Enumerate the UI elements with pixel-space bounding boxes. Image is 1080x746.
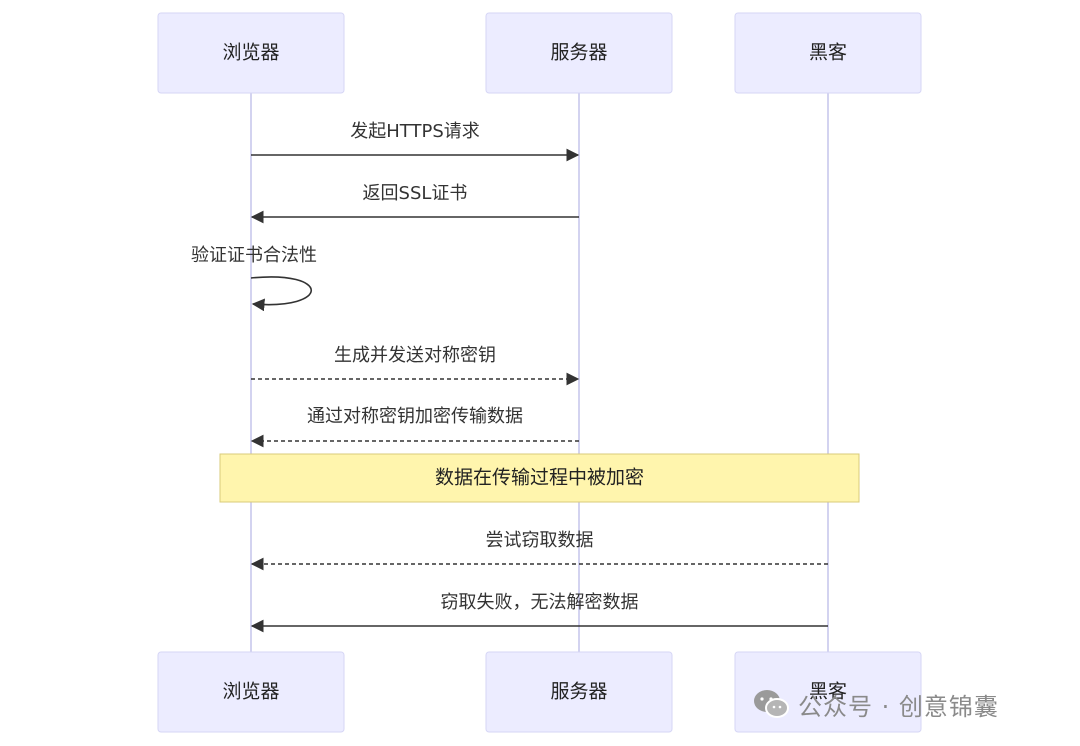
actor-browser-bottom: 浏览器: [157, 651, 345, 733]
note-box: [219, 453, 860, 503]
actor-box: [157, 651, 345, 733]
watermark: 公众号 · 创意锦囊: [752, 684, 999, 724]
message-5: 通过对称密钥加密传输数据: [250, 406, 579, 448]
message-3: 验证证书合法性: [191, 245, 317, 312]
actor-hacker-top: 黑客: [734, 12, 922, 94]
message-label: 尝试窃取数据: [486, 530, 594, 551]
actor-label: 黑客: [809, 42, 847, 64]
actor-box: [485, 651, 673, 733]
actor-server-bottom: 服务器: [485, 651, 673, 733]
note-text: 数据在传输过程中被加密: [435, 467, 644, 489]
actor-server-top: 服务器: [485, 12, 673, 94]
message-arrow: [250, 276, 312, 312]
message-1: 发起HTTPS请求: [251, 121, 580, 162]
actor-label: 浏览器: [222, 42, 279, 64]
actor-box: [485, 12, 673, 94]
actor-label: 服务器: [550, 42, 607, 64]
actor-box: [157, 12, 345, 94]
message-label: 返回SSL证书: [363, 183, 468, 204]
message-8: 窃取失败，无法解密数据: [250, 592, 828, 633]
message-2: 返回SSL证书: [250, 183, 579, 224]
actor-browser-top: 浏览器: [157, 12, 345, 94]
actor-box: [734, 12, 922, 94]
actor-label: 黑客: [809, 681, 847, 703]
message-label: 发起HTTPS请求: [350, 121, 480, 142]
message-label: 生成并发送对称密钥: [334, 345, 496, 366]
message-label: 通过对称密钥加密传输数据: [307, 406, 523, 427]
watermark-text: 公众号 · 创意锦囊: [798, 692, 999, 721]
wechat-icon: [754, 690, 789, 718]
message-label: 验证证书合法性: [191, 245, 317, 266]
note: 数据在传输过程中被加密: [219, 453, 860, 503]
message-7: 尝试窃取数据: [250, 530, 828, 571]
actor-label: 浏览器: [222, 681, 279, 703]
actor-label: 服务器: [550, 681, 607, 703]
message-4: 生成并发送对称密钥: [251, 345, 580, 386]
message-label: 窃取失败，无法解密数据: [441, 592, 639, 613]
